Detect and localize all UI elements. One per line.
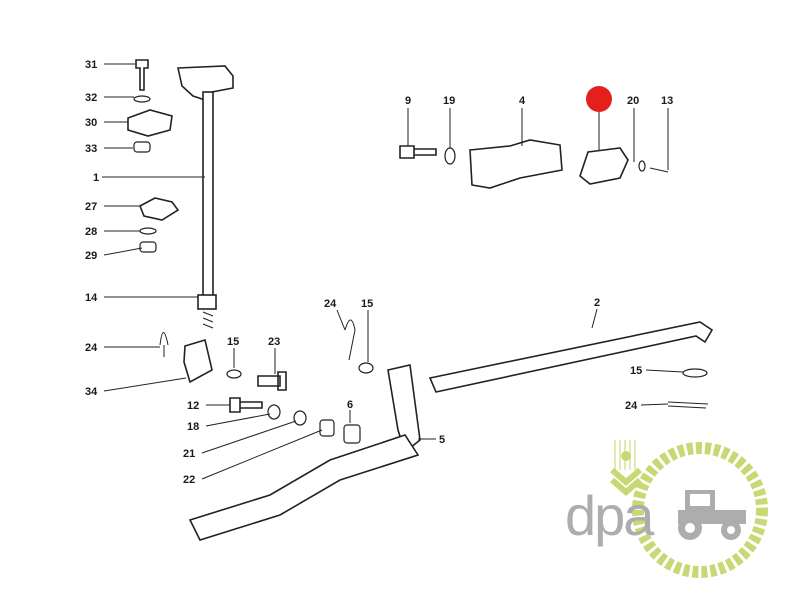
label-2: 2 — [594, 297, 600, 309]
highlight-marker — [586, 86, 612, 112]
label-20: 20 — [627, 95, 639, 107]
part-rod-assembly — [127, 59, 234, 329]
part-lift-arm — [188, 434, 420, 541]
label-14: 14 — [85, 292, 98, 304]
label-21: 21 — [183, 448, 195, 460]
label-23: 23 — [268, 336, 280, 348]
label-30: 30 — [85, 117, 97, 129]
label-18: 18 — [187, 421, 199, 433]
label-1: 1 — [93, 172, 99, 184]
label-24: 24 — [85, 342, 98, 354]
label-4: 4 — [519, 95, 526, 107]
leader-lines — [102, 63, 684, 480]
label-29: 29 — [85, 250, 97, 262]
label-15: 15 — [630, 365, 642, 377]
label-24: 24 — [625, 400, 638, 412]
label-28: 28 — [85, 226, 97, 238]
label-19: 19 — [443, 95, 455, 107]
label-5: 5 — [439, 434, 445, 446]
svg-text:dpa: dpa — [565, 484, 655, 547]
label-12: 12 — [187, 400, 199, 412]
label-31: 31 — [85, 59, 97, 71]
label-9: 9 — [405, 95, 411, 107]
label-33: 33 — [85, 143, 97, 155]
label-27: 27 — [85, 201, 97, 213]
label-15: 15 — [361, 298, 373, 310]
part-rod-2 — [428, 321, 714, 393]
label-13: 13 — [661, 95, 673, 107]
label-22: 22 — [183, 474, 195, 486]
label-32: 32 — [85, 92, 97, 104]
part-clevis — [183, 338, 213, 384]
label-34: 34 — [85, 386, 98, 398]
label-15: 15 — [227, 336, 239, 348]
label-6: 6 — [347, 399, 353, 411]
label-24: 24 — [324, 298, 337, 310]
dpa-logo: dpa — [565, 440, 768, 578]
